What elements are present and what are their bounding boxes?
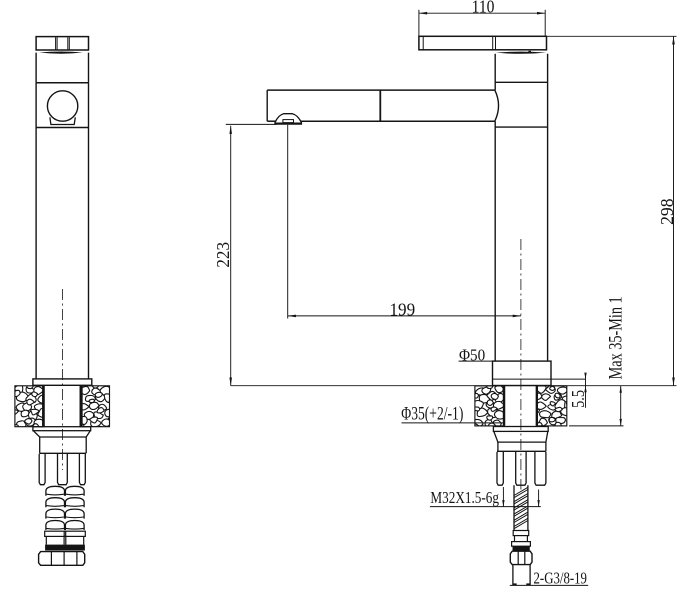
svg-text:199: 199 [390,299,416,320]
svg-text:2-G3/8-19: 2-G3/8-19 [534,570,587,588]
svg-text:Φ50: Φ50 [459,347,485,365]
svg-text:223: 223 [214,242,233,268]
svg-text:Max 35-Min 1: Max 35-Min 1 [605,296,626,379]
svg-text:Φ35(+2/-1): Φ35(+2/-1) [401,402,463,424]
svg-text:110: 110 [472,0,495,17]
svg-text:298: 298 [657,198,677,225]
svg-text:5.5: 5.5 [570,390,589,408]
svg-text:M32X1.5-6g: M32X1.5-6g [430,490,499,508]
